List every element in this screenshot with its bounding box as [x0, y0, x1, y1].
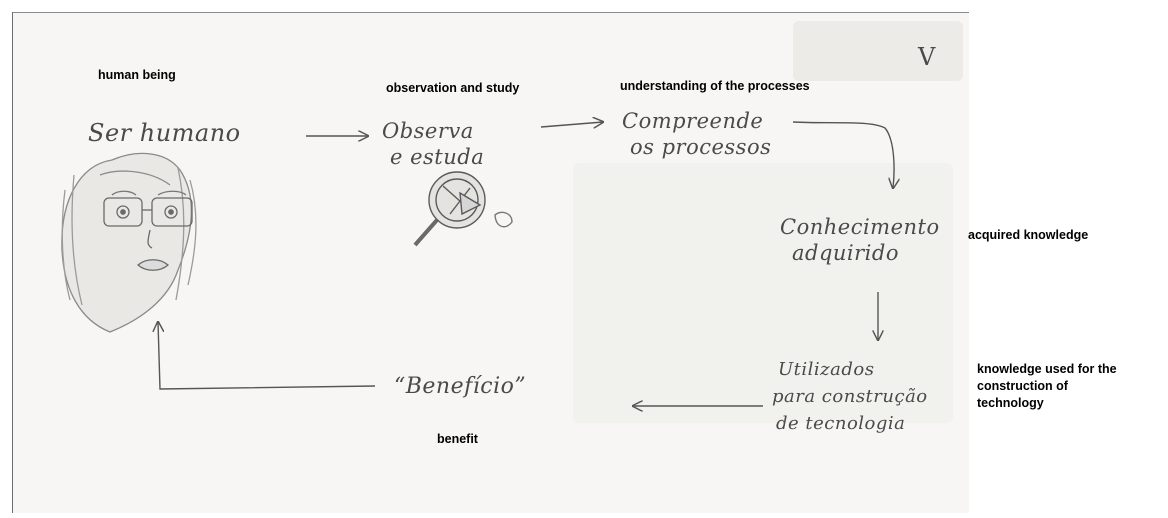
hw-utilizados: Utilizados para construção de tecnologia — [772, 356, 928, 437]
hw-conhecimento: Conhecimento adquirido — [780, 214, 940, 266]
label-used-for-technology: knowledge used for the construction of t… — [977, 361, 1117, 412]
hw-conhecimento-line2: adquirido — [792, 241, 899, 265]
label-used-line3: technology — [977, 396, 1044, 410]
label-used-line2: construction of — [977, 379, 1068, 393]
label-observation: observation and study — [386, 81, 520, 95]
paper-shadow-top — [793, 21, 963, 81]
hw-compreende-line1: Compreende — [622, 109, 764, 133]
arrow-benefit-to-human — [158, 322, 376, 390]
arrow-observe-to-understand — [540, 122, 603, 127]
flow-arrows — [158, 122, 894, 406]
hw-ser-humano: Ser humano — [88, 119, 241, 147]
label-human-being: human being — [98, 68, 176, 82]
hw-compreende-line2: os processos — [630, 135, 772, 159]
hw-observa-line1: Observa — [382, 119, 474, 143]
label-benefit: benefit — [437, 432, 478, 446]
paper-shadow-right — [573, 163, 953, 423]
hw-compreende: Compreende os processos — [622, 108, 771, 160]
hw-utilizados-line1: Utilizados — [778, 359, 875, 380]
arrow-understand-to-knowledge — [792, 121, 894, 188]
hw-utilizados-line3: de tecnologia — [776, 413, 906, 434]
magnifier-drawing — [413, 171, 513, 247]
label-used-line1: knowledge used for the — [977, 362, 1117, 376]
hw-utilizados-line2: para construção — [772, 386, 928, 407]
hw-conhecimento-line1: Conhecimento — [780, 215, 940, 239]
hw-observa: Observa e estuda — [382, 118, 484, 170]
hw-check-mark: V — [918, 43, 936, 71]
label-understanding: understanding of the processes — [620, 79, 810, 93]
human-face-drawing — [61, 152, 197, 333]
hw-observa-line2: e estuda — [390, 145, 485, 169]
label-acquired-knowledge: acquired knowledge — [968, 228, 1089, 242]
hw-beneficio: “Benefício” — [394, 374, 527, 399]
